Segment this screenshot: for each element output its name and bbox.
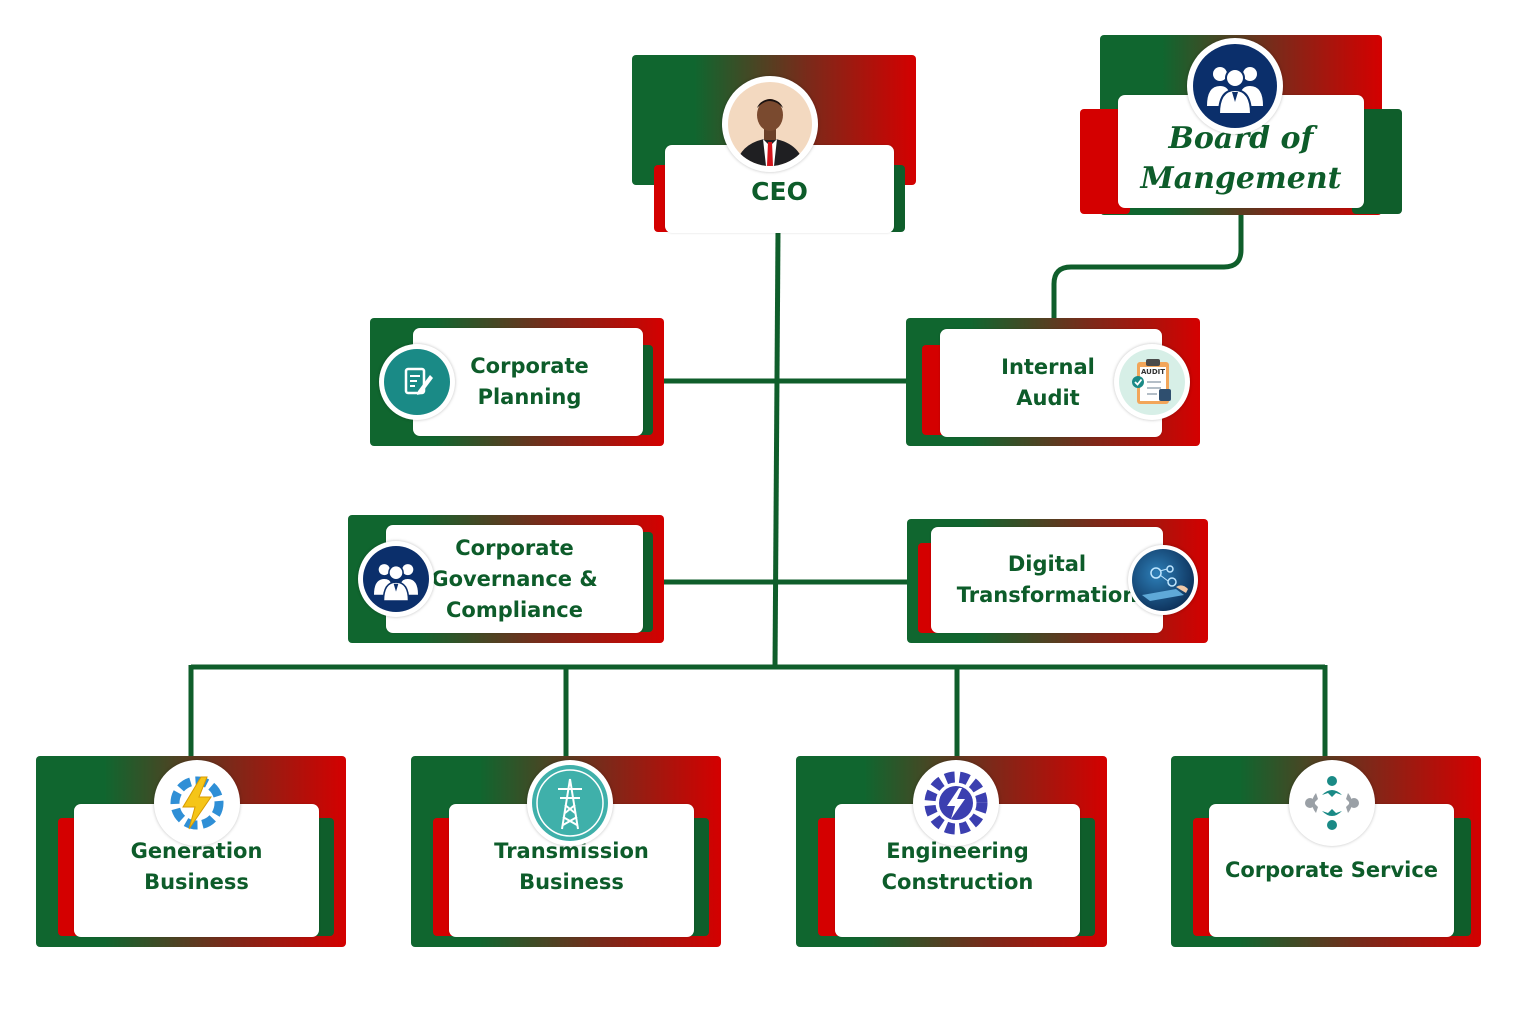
group-icon [358, 541, 434, 617]
group-icon [1187, 38, 1283, 134]
ceo-trunk-line [772, 231, 781, 668]
ceo-label: CEO [751, 176, 808, 206]
digital-transformation-label-line-2: Transformation [956, 583, 1138, 607]
document-edit-icon [379, 344, 455, 420]
board-label-line-2: Mangement [1140, 160, 1342, 196]
gear-bolt-icon [913, 760, 999, 846]
audit-icon-text: AUDIT [1141, 368, 1165, 376]
power-tower-icon [527, 760, 613, 846]
internal-audit-label-line-2: Audit [1016, 386, 1080, 410]
internal-audit-label-line-1: Internal [1001, 355, 1095, 379]
corporate-service-label: Corporate Service [1224, 858, 1439, 882]
generation-business-label-line-2: Business [144, 869, 249, 894]
board-to-audit-line [1051, 213, 1244, 330]
digital-transformation-label-line-1: Digital [1007, 552, 1087, 576]
corporate-governance-label-line-2: Governance & [431, 566, 598, 591]
corporate-governance-label-line-3: Compliance [446, 597, 583, 622]
transmission-business-label-line-2: Business [519, 869, 624, 894]
corporate-governance-label-line-1: Corporate [455, 535, 574, 560]
engineering-construction-label-line-2: Construction [881, 869, 1034, 894]
audit-clipboard-icon: AUDIT [1114, 344, 1190, 420]
person-photo-icon [722, 76, 818, 172]
digital-tech-icon [1128, 545, 1198, 615]
lightning-gear-icon [154, 760, 240, 846]
people-cycle-icon [1289, 760, 1375, 846]
corporate-planning-label-line-1: Corporate [470, 354, 589, 378]
corporate-planning-label-line-2: Planning [477, 385, 582, 409]
